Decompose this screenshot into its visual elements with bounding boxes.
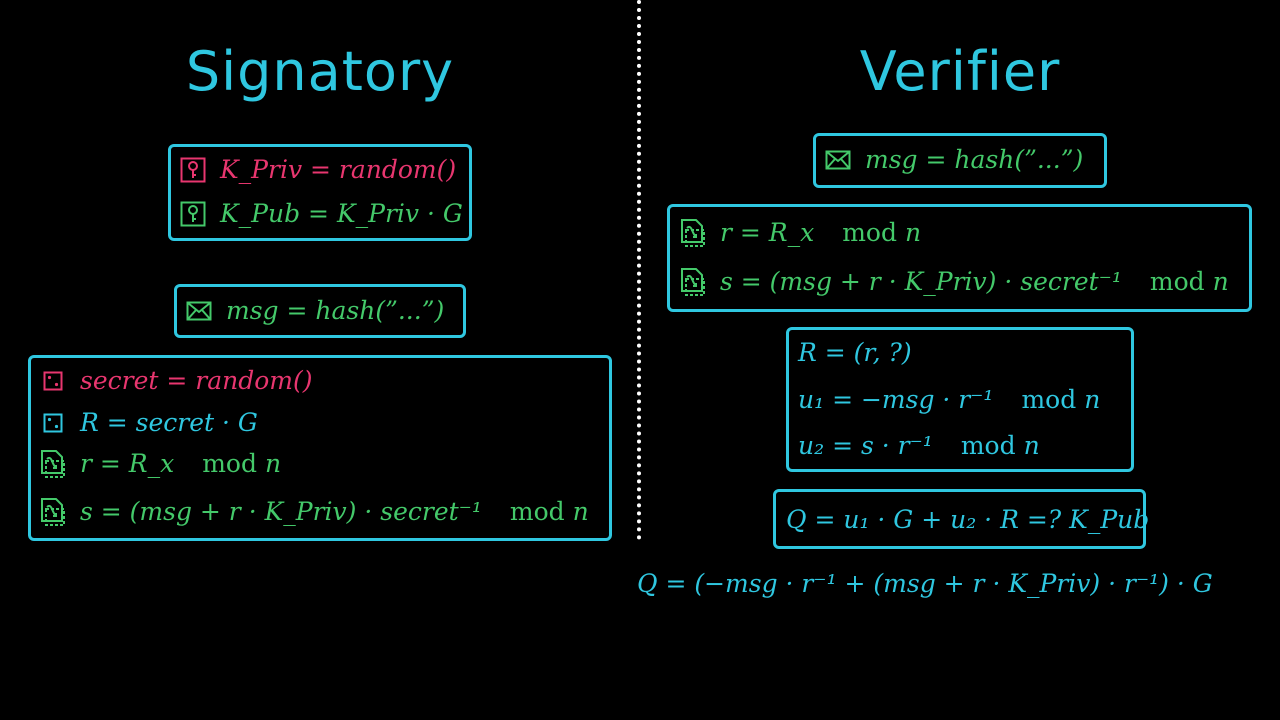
mod-n: n [1212,267,1229,296]
verifier-r-formula: r = R_x [720,218,815,247]
r-row: r = R_x mod n [40,444,281,484]
signing-steps-box [28,355,612,541]
R-unknown-formula: R = (r, ?) [798,338,912,367]
s-row: s = (msg + r · K_Priv) · secret⁻¹ mod n [40,492,589,532]
mod-n: n [1023,431,1040,460]
envelope-icon [186,298,212,324]
public-key-row: K_Pub = K_Priv · G [180,194,463,234]
verifier-msg-box [813,133,1107,188]
q-expansion: Q = (−msg · r⁻¹ + (msg + r · K_Priv) · r… [637,569,1213,598]
check-formula: Q = u₁ · G + u₂ · R =? K_Pub [786,505,1150,534]
public-key-formula: K_Pub = K_Priv · G [220,199,463,228]
verifier-r-row: r = R_x mod n [680,213,921,253]
check-row: Q = u₁ · G + u₂ · R =? K_Pub [786,500,1149,540]
column-divider [637,0,641,540]
verifier-msg-row: msg = hash(”...”) [825,140,1083,180]
mod-label: mod [202,449,257,478]
s-formula: s = (msg + r · K_Priv) · secret⁻¹ [80,497,482,526]
signatory-msg-formula: msg = hash(”...”) [226,296,445,325]
dice-icon [40,368,66,394]
signature-icon [680,268,706,296]
R-row: R = secret · G [40,403,258,443]
mod-n: n [572,497,589,526]
signature-icon [680,219,706,247]
envelope-icon [825,147,851,173]
mod-n: n [1084,385,1101,414]
verifier-s-row: s = (msg + r · K_Priv) · secret⁻¹ mod n [680,262,1229,302]
u2-row: u₂ = s · r⁻¹ mod n [798,426,1040,466]
signature-icon [40,450,66,478]
u-values-box [786,327,1134,472]
secret-formula: secret = random() [80,366,313,395]
check-box [773,489,1146,549]
R-unknown-row: R = (r, ?) [798,333,912,373]
mod-label: mod [1021,385,1077,414]
private-key-formula: K_Priv = random() [220,155,457,184]
private-key-row: K_Priv = random() [180,150,456,190]
signatory-msg-row: msg = hash(”...”) [186,291,444,331]
keys-box [168,144,472,241]
mod-label: mod [1149,267,1205,296]
R-formula: R = secret · G [80,408,258,437]
mod-label: mod [509,497,565,526]
signatory-title: Signatory [185,40,455,103]
key-icon [180,201,206,227]
verifier-s-formula: s = (msg + r · K_Priv) · secret⁻¹ [720,267,1122,296]
u1-formula: u₁ = −msg · r⁻¹ [798,385,994,414]
signature-icon [40,498,66,526]
r-formula: r = R_x [80,449,175,478]
mod-label: mod [842,218,897,247]
dice-icon [40,410,66,436]
signature-box [667,204,1252,312]
u2-formula: u₂ = s · r⁻¹ [798,431,933,460]
mod-label: mod [960,431,1016,460]
verifier-msg-formula: msg = hash(”...”) [865,145,1084,174]
u1-row: u₁ = −msg · r⁻¹ mod n [798,380,1100,420]
mod-n: n [264,449,282,478]
verifier-title: Verifier [859,40,1061,103]
secret-row: secret = random() [40,361,312,401]
key-icon [180,157,206,183]
signatory-msg-box [174,284,466,338]
mod-n: n [904,218,922,247]
